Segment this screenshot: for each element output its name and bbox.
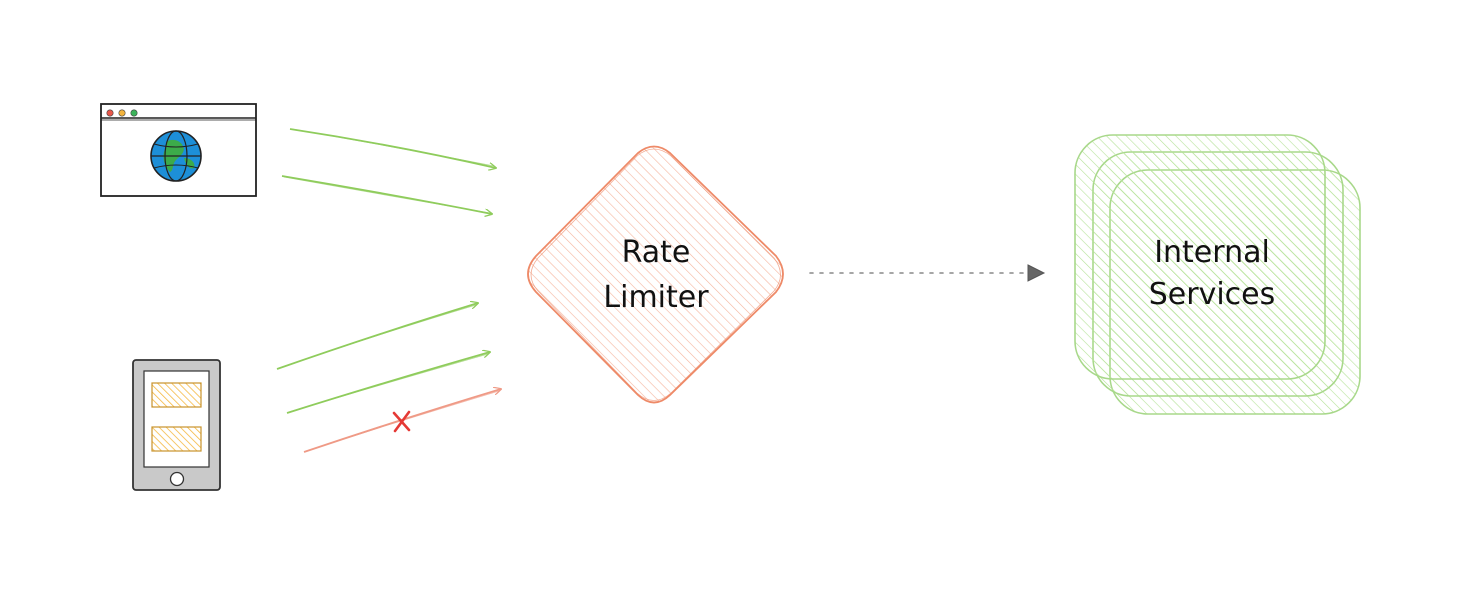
browser-client (100, 103, 257, 197)
request-arrow-allowed-sketch (288, 353, 489, 413)
forward-arrow-head-icon (1027, 264, 1046, 282)
request-arrow-allowed-sketch (283, 176, 491, 214)
rate-limiter-label-line2: Limiter (603, 280, 709, 315)
rate-limiter-label-line1: Rate (622, 235, 691, 270)
internal-services-node: Internal Services (1074, 134, 1361, 415)
mobile-home-button-icon (169, 471, 185, 487)
forward-arrow (809, 264, 1046, 282)
internal-services-label-line1: Internal (1154, 235, 1270, 270)
request-arrow-allowed-sketch (291, 128, 495, 167)
request-arrow-allowed (289, 128, 496, 168)
mobile-content-block-2 (151, 426, 202, 452)
request-arrow-allowed (276, 303, 478, 370)
request-arrows (276, 128, 501, 453)
browser-minimize-dot-icon (118, 109, 126, 117)
browser-close-dot-icon (106, 109, 114, 117)
rate-limiter-diamond (527, 145, 784, 404)
rejected-x-icon (392, 410, 411, 433)
mobile-client (132, 359, 221, 491)
rate-limiter-node: Rate Limiter (527, 145, 784, 404)
globe-icon (150, 130, 202, 182)
request-arrow-allowed-sketch (278, 304, 477, 369)
internal-services-label-line2: Services (1149, 277, 1276, 312)
rate-limiter-diamond-sketch (530, 148, 781, 401)
internal-services-card-front (1074, 134, 1326, 380)
browser-maximize-dot-icon (130, 109, 138, 117)
mobile-content-block-1 (151, 382, 202, 408)
